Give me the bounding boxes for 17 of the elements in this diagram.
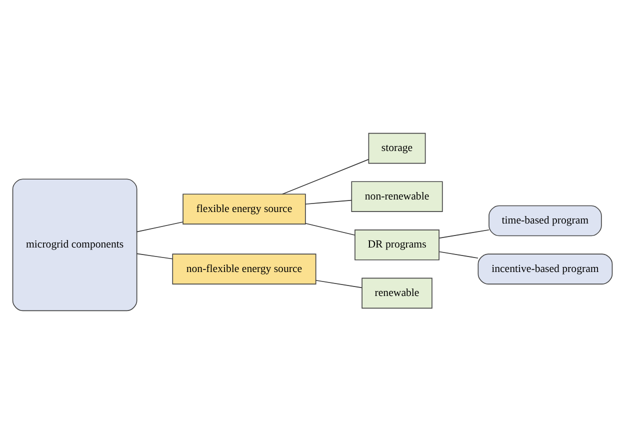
connector bbox=[282, 158, 369, 194]
node-box: time-based program bbox=[488, 204, 602, 236]
connector bbox=[439, 228, 490, 238]
node-box: non-flexible energy source bbox=[172, 253, 316, 284]
connector bbox=[439, 250, 478, 258]
connector bbox=[316, 279, 362, 288]
connector bbox=[305, 199, 352, 204]
node-box: flexible energy source bbox=[182, 193, 306, 224]
node-box: incentive-based program bbox=[478, 253, 613, 284]
connector bbox=[136, 252, 174, 259]
node-box: microgrid components bbox=[12, 178, 138, 311]
connector bbox=[136, 221, 184, 232]
connector bbox=[305, 222, 356, 236]
node-box: non-renewable bbox=[351, 180, 443, 212]
node-box: storage bbox=[368, 132, 426, 164]
node-box: renewable bbox=[362, 277, 432, 308]
node-box: DR programs bbox=[354, 229, 440, 260]
